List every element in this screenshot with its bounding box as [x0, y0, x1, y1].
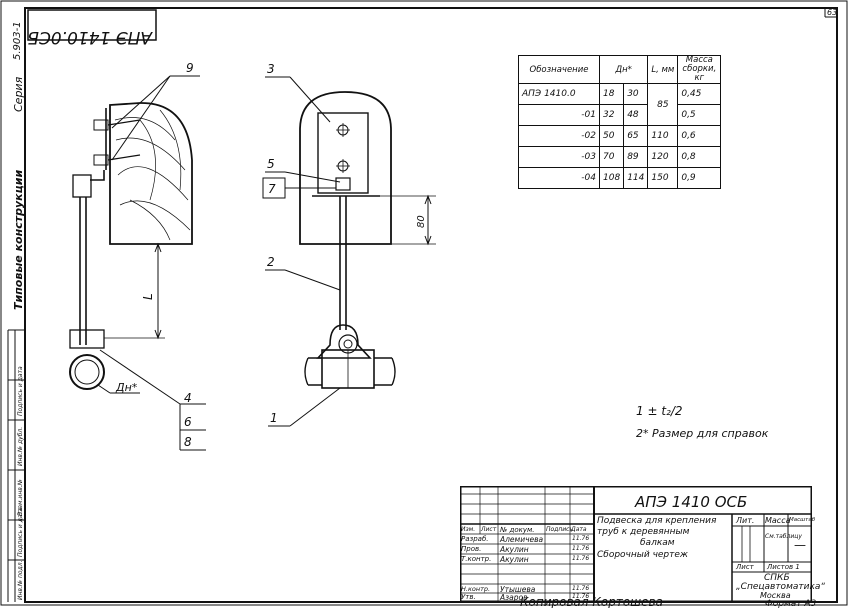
scale-label: Масштаб: [789, 517, 816, 523]
callout-1: 1: [270, 411, 278, 425]
name-nkontr: Утышева: [500, 585, 536, 594]
role-nkontr: Н.контр.: [461, 585, 491, 593]
dimension-L: L: [141, 293, 155, 300]
callout-6: 6: [184, 415, 192, 429]
name-tkontr: Акулин: [500, 555, 529, 564]
callout-7: 7: [268, 182, 276, 196]
date-tkontr: 11.76: [572, 555, 590, 562]
note-1: 1 ± t₂/2: [636, 404, 683, 418]
beam-front: [299, 91, 392, 245]
series-caption: Типовые конструкции: [12, 169, 25, 310]
front-view: 80: [299, 91, 436, 389]
name-line-3: балкам: [640, 538, 675, 548]
doc-code: АПЭ 1410 ОСБ: [635, 493, 748, 511]
series-label: Серия: [12, 76, 25, 112]
org-line-2: „Спецавтоматика“: [736, 582, 826, 592]
role-prov: Пров.: [461, 545, 482, 553]
callout-2: 2: [267, 255, 275, 269]
hanger-nut: [72, 174, 92, 198]
name-line-2: труб к деревянным: [597, 527, 690, 537]
role-razrab: Разраб.: [461, 535, 489, 543]
table-row: АПЭ 1410.0 18 30 85 0,45: [518, 83, 722, 126]
name-prov: Акулин: [500, 545, 529, 554]
header-izm: Изм.: [461, 526, 476, 533]
name-line-1: Подвеска для крепления: [597, 516, 717, 526]
format-note: Формат А3: [765, 599, 817, 608]
date-nkontr: 11.76: [572, 585, 590, 592]
name-razrab: Алемичева: [500, 535, 544, 544]
role-tkontr: Т.контр.: [461, 555, 492, 563]
wooden-beam: [109, 102, 193, 245]
note-2: 2* Размер для справок: [636, 427, 769, 440]
date-utv: 11.76: [572, 593, 590, 600]
table-row: -02 50 65 110 0,6: [518, 125, 722, 147]
side-column-4: Инв.№ дубл.: [17, 426, 24, 466]
name-line-4: Сборочный чертеж: [597, 550, 689, 560]
page-number: 63: [827, 8, 837, 17]
series-value: 5.903-1: [12, 21, 23, 60]
callout-8: 8: [184, 435, 192, 449]
callout-4: 4: [184, 391, 192, 405]
table-row: -04 108 114 150 0,9: [518, 167, 722, 189]
spec-table: Обозначение Дн* L, мм Масса сборки, кг А…: [518, 55, 722, 189]
side-column-1: Инв.№ подл.: [17, 560, 24, 601]
header-mass: Масса сборки, кг: [677, 55, 722, 84]
dimension-dn: Дн*: [115, 381, 138, 394]
mirrored-stamp-box: [27, 9, 157, 41]
side-column-5: Подпись и дата: [17, 366, 24, 416]
sheets-label: Листов 1: [767, 563, 800, 571]
header-doc: № докум.: [500, 526, 535, 534]
header-list: Лист: [481, 526, 497, 533]
lit-label: Лит.: [736, 516, 755, 525]
header-dn: Дн*: [598, 55, 649, 84]
mass-value: См.таблицу: [765, 533, 802, 540]
header-designation: Обозначение: [518, 55, 600, 84]
role-utv: Утв.: [461, 593, 476, 601]
org-line-1: СПКБ: [764, 573, 790, 583]
mounting-plate: [317, 112, 369, 194]
mirrored-stamp: АПЭ 1410.0СБ: [27, 27, 153, 47]
callout-9: 9: [186, 61, 194, 75]
name-utv: Азаров: [500, 593, 528, 602]
table-row: -03 70 89 120 0,8: [518, 146, 722, 168]
header-sign: Подпись: [546, 526, 573, 533]
sheet-inner-frame: [24, 7, 838, 603]
header-l: L, мм: [647, 55, 679, 84]
left-view: L Дн*: [69, 102, 193, 394]
sheet-label: Лист: [736, 563, 754, 571]
header-date: Дата: [571, 526, 587, 533]
scale-value: —: [794, 538, 806, 552]
pipe-section: [69, 354, 105, 390]
callout-5: 5: [267, 157, 275, 171]
org-line-3: Москва: [760, 591, 791, 600]
callout-3: 3: [267, 62, 275, 76]
date-razrab: 11.76: [572, 535, 590, 542]
table-row: -01 32 48 0,5: [518, 104, 722, 126]
dimension-80: 80: [416, 215, 427, 228]
massa-label: Масса: [765, 516, 791, 525]
date-prov: 11.76: [572, 545, 590, 552]
title-block: АПЭ 1410 ОСБ Изм. Лист № докум. Подпись …: [460, 486, 825, 602]
side-column-3: Взам.инв.№: [17, 479, 24, 516]
table-header-row: Обозначение Дн* L, мм Масса сборки, кг: [518, 55, 722, 84]
